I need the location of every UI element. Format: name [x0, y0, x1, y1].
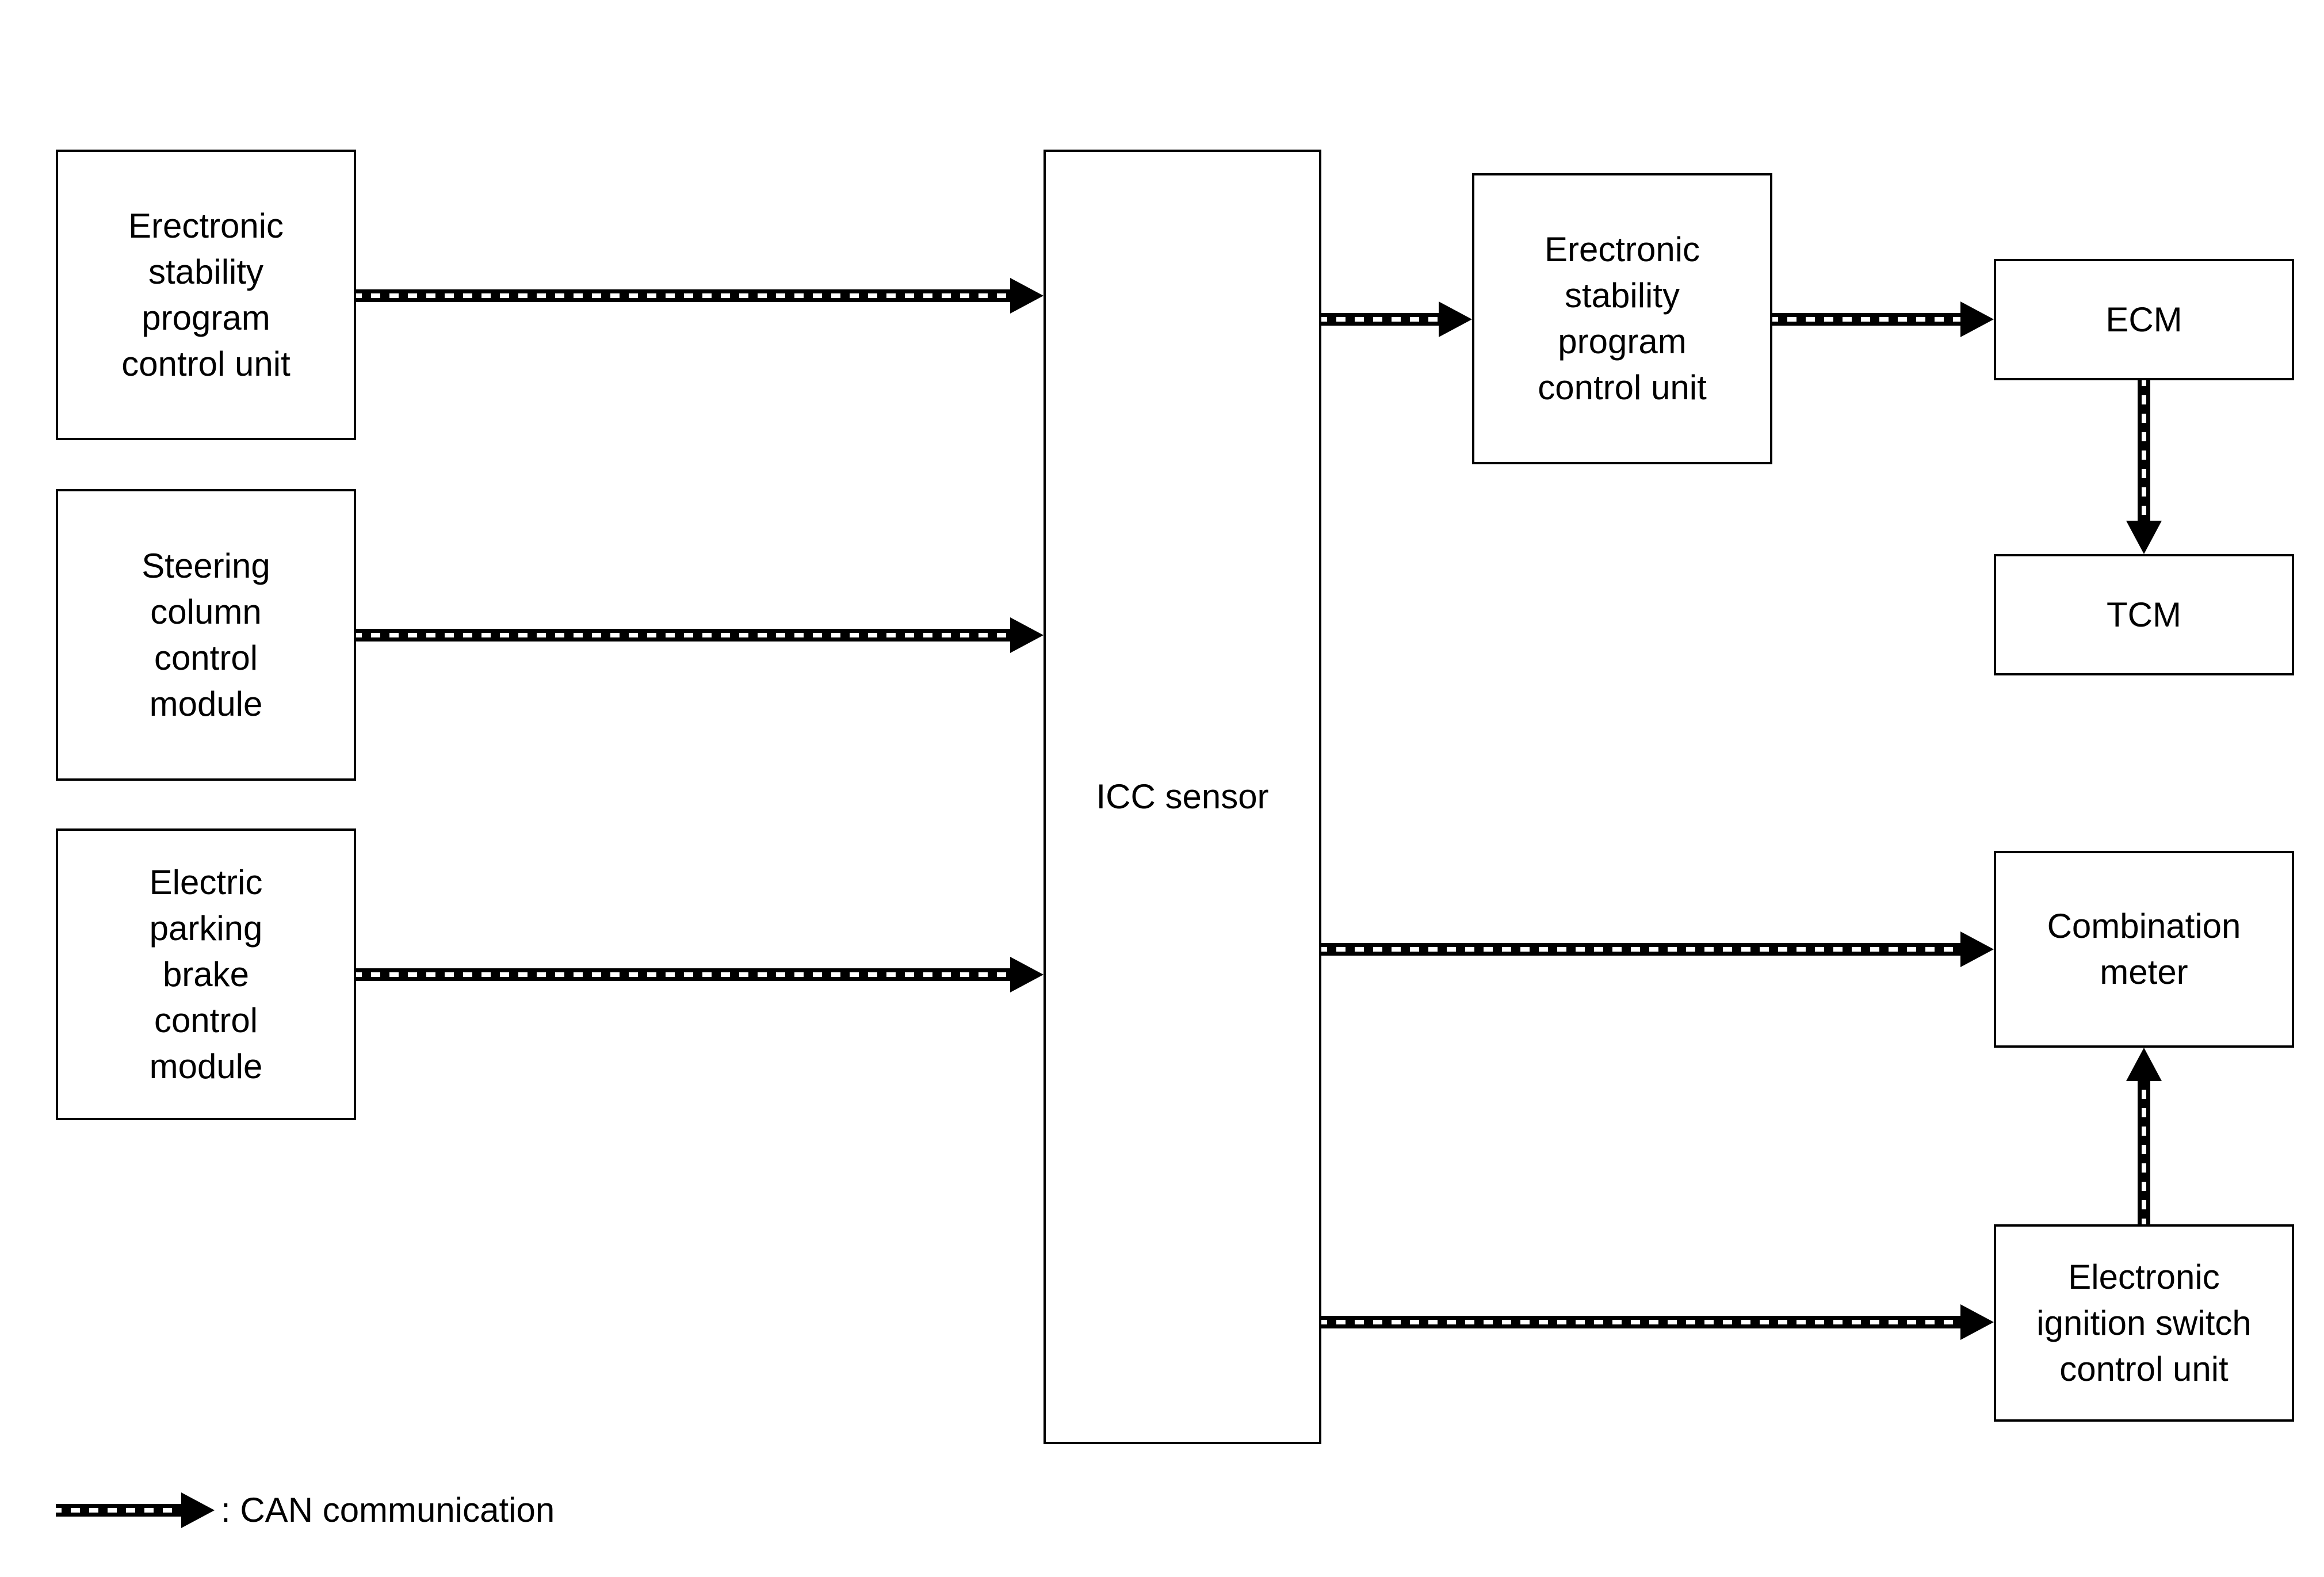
edge-icc-to-ignition-arrowhead: [1960, 1304, 1994, 1340]
edge-esp-left-to-icc-arrowhead: [1010, 278, 1043, 314]
node-tcm-label: TCM: [2107, 595, 2181, 634]
edge-icc-to-combination-meter: [1321, 931, 1994, 967]
node-electric-parking-brake-label: Electric parking brake control module: [149, 862, 263, 1086]
node-steering-column-module: Steering column control module: [56, 489, 356, 781]
node-ecm: ECM: [1994, 259, 2294, 380]
node-ecm-label: ECM: [2105, 300, 2182, 339]
edge-ecm-to-tcm-arrowhead: [2126, 521, 2162, 554]
node-esp-left-label: Erectronic stability program control uni…: [121, 206, 290, 383]
legend-arrow-sample: [56, 1492, 215, 1528]
node-electric-parking-brake: Electric parking brake control module: [56, 828, 356, 1120]
node-esp-right-label: Erectronic stability program control uni…: [1538, 230, 1707, 407]
legend-label: : CAN communication: [221, 1491, 555, 1529]
edge-epb-to-icc: [356, 957, 1043, 992]
node-electronic-ignition-switch-label: Electronic ignition switch control unit: [2036, 1257, 2252, 1388]
edge-esp-right-to-ecm-arrowhead: [1960, 301, 1994, 337]
node-icc-sensor-label: ICC sensor: [1096, 777, 1269, 816]
node-electronic-ignition-switch: Electronic ignition switch control unit: [1994, 1224, 2294, 1422]
node-steering-column-module-label: Steering column control module: [142, 546, 270, 723]
edge-esp-left-to-icc: [356, 278, 1043, 314]
edge-icc-to-ignition: [1321, 1304, 1994, 1340]
node-esp-right: Erectronic stability program control uni…: [1472, 173, 1772, 464]
node-combination-meter-label: Combination meter: [2047, 907, 2241, 991]
node-icc-sensor: ICC sensor: [1043, 150, 1321, 1444]
legend-arrow-sample-arrowhead: [181, 1492, 215, 1528]
edge-ignition-to-combination-meter: [2126, 1048, 2162, 1224]
edge-icc-to-esp-right: [1321, 301, 1472, 337]
edge-ecm-to-tcm: [2126, 380, 2162, 554]
edge-icc-to-combination-meter-arrowhead: [1960, 931, 1994, 967]
edge-epb-to-icc-arrowhead: [1010, 957, 1043, 992]
edge-esp-right-to-ecm: [1772, 301, 1994, 337]
node-tcm: TCM: [1994, 554, 2294, 675]
node-combination-meter: Combination meter: [1994, 851, 2294, 1048]
edge-steering-to-icc: [356, 617, 1043, 653]
edge-icc-to-esp-right-arrowhead: [1439, 301, 1472, 337]
edge-ignition-to-combination-meter-arrowhead: [2126, 1048, 2162, 1081]
edge-steering-to-icc-arrowhead: [1010, 617, 1043, 653]
node-esp-left: Erectronic stability program control uni…: [56, 150, 356, 440]
